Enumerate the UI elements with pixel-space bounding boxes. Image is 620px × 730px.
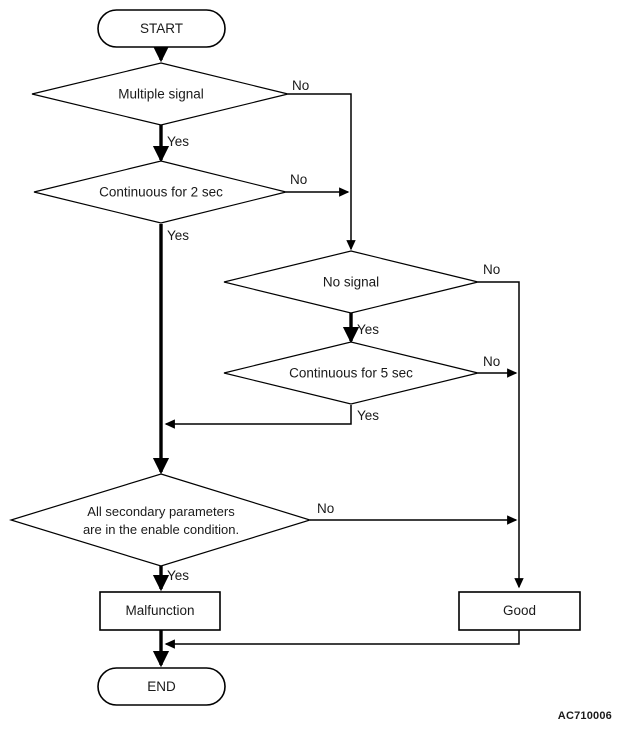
good-shape [458,591,581,631]
malfunction-shape [99,591,221,631]
branch-label-no-signal-no: No [483,262,500,277]
secondary-parameters-label-line2: are in the enable condition. [83,522,239,537]
edge-good-to-end [164,630,520,649]
node-continuous-5sec[interactable]: Continuous for 5 sec [223,341,479,405]
no-signal-label: No signal [323,275,379,290]
edge-multiple-signal-no [288,93,356,251]
branch-label-continuous-5sec-no: No [483,354,500,369]
continuous-2sec-label: Continuous for 2 sec [99,185,223,200]
node-malfunction[interactable]: Malfunction [99,591,221,631]
node-secondary-parameters[interactable]: All secondary parameters are in the enab… [8,473,313,567]
node-end[interactable]: END [97,667,226,706]
branch-label-no-signal-yes: Yes [357,322,379,337]
good-label: Good [503,603,536,618]
start-shape [97,9,226,48]
end-label: END [147,679,176,694]
branch-label-continuous-2sec-yes: Yes [167,228,189,243]
branch-label-multiple-signal-yes: Yes [167,134,189,149]
edge-no-signal-no [478,281,524,589]
node-good[interactable]: Good [458,591,581,631]
edge-continuous-5sec-yes [164,405,352,429]
branch-label-multiple-signal-no: No [292,78,309,93]
node-start[interactable]: START [97,9,226,48]
figure-code-label: AC710006 [557,710,612,722]
node-no-signal[interactable]: No signal [223,250,479,314]
malfunction-label: Malfunction [125,603,194,618]
continuous-5sec-shape [223,341,479,405]
multiple-signal-shape [31,62,289,126]
branch-label-continuous-2sec-no: No [290,172,307,187]
end-shape [97,667,226,706]
secondary-parameters-label-line1: All secondary parameters [87,504,235,519]
branch-label-secondary-parameters-yes: Yes [167,568,189,583]
node-multiple-signal[interactable]: Multiple signal [31,62,289,126]
node-continuous-2sec[interactable]: Continuous for 2 sec [33,160,287,224]
secondary-parameters-shape [8,473,313,567]
branch-label-continuous-5sec-yes: Yes [357,408,379,423]
multiple-signal-label: Multiple signal [118,87,204,102]
continuous-2sec-shape [33,160,287,224]
continuous-5sec-label: Continuous for 5 sec [289,366,413,381]
start-label: START [140,21,183,36]
no-signal-shape [223,250,479,314]
branch-label-secondary-parameters-no: No [317,501,334,516]
